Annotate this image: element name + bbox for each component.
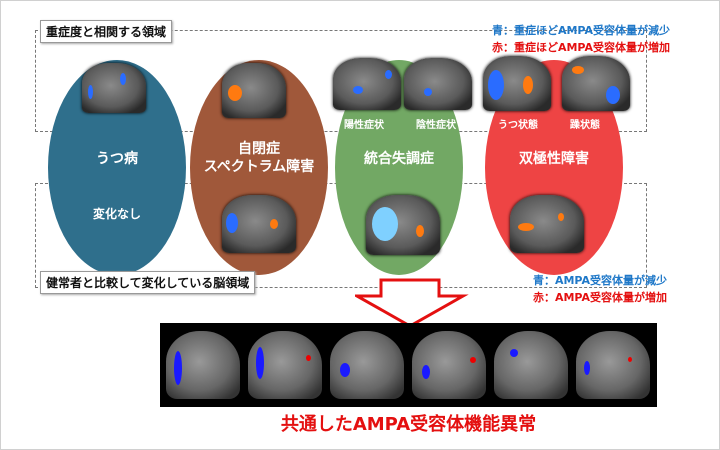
label-manic-state: 躁状態 bbox=[570, 120, 600, 131]
down-arrow-icon bbox=[355, 278, 469, 328]
strip-brain-3 bbox=[330, 331, 404, 399]
strip-brain-6 bbox=[576, 331, 650, 399]
top-region-label: 重症度と相関する領域 bbox=[40, 20, 173, 43]
brain-schizophrenia-negative bbox=[404, 58, 472, 110]
brain-asd-severity bbox=[222, 63, 286, 118]
name-schizophrenia: 統合失調症 bbox=[364, 151, 434, 167]
name-asd-line1: 自閉症 bbox=[238, 141, 280, 157]
legend-top-red: 赤：重症ほどAMPA受容体量が増加 bbox=[491, 41, 670, 54]
name-depression: うつ病 bbox=[96, 151, 138, 167]
brain-schizophrenia-positive bbox=[333, 58, 401, 110]
strip-brain-1 bbox=[166, 331, 240, 399]
brain-schizophrenia-vs-control bbox=[366, 195, 440, 255]
brain-depression-severity bbox=[82, 63, 146, 113]
label-depressive-state: うつ状態 bbox=[498, 120, 538, 131]
common-abnormality-brain-strip bbox=[160, 323, 657, 407]
note-no-change: 変化なし bbox=[92, 207, 141, 221]
label-positive-symptoms: 陽性症状 bbox=[344, 120, 384, 131]
strip-brain-2 bbox=[248, 331, 322, 399]
legend-bottom-blue: 青：AMPA受容体量が減少 bbox=[532, 274, 667, 287]
brain-bipolar-vs-control bbox=[510, 195, 584, 253]
legend-bottom-red: 赤：AMPA受容体量が増加 bbox=[532, 291, 667, 304]
conclusion-text: 共通したAMPA受容体機能異常 bbox=[280, 414, 537, 435]
label-negative-symptoms: 陰性症状 bbox=[416, 120, 456, 131]
name-asd-line2: スペクトラム障害 bbox=[203, 159, 315, 175]
strip-brain-4 bbox=[412, 331, 486, 399]
legend-top-blue: 青：重症ほどAMPA受容体量が減少 bbox=[491, 24, 670, 37]
brain-bipolar-depressive bbox=[483, 56, 551, 111]
brain-asd-vs-control bbox=[222, 195, 296, 253]
brain-bipolar-manic bbox=[562, 56, 630, 111]
strip-brain-5 bbox=[494, 331, 568, 399]
name-bipolar: 双極性障害 bbox=[519, 151, 589, 167]
bottom-region-label: 健常者と比較して変化している脳領域 bbox=[40, 271, 256, 294]
